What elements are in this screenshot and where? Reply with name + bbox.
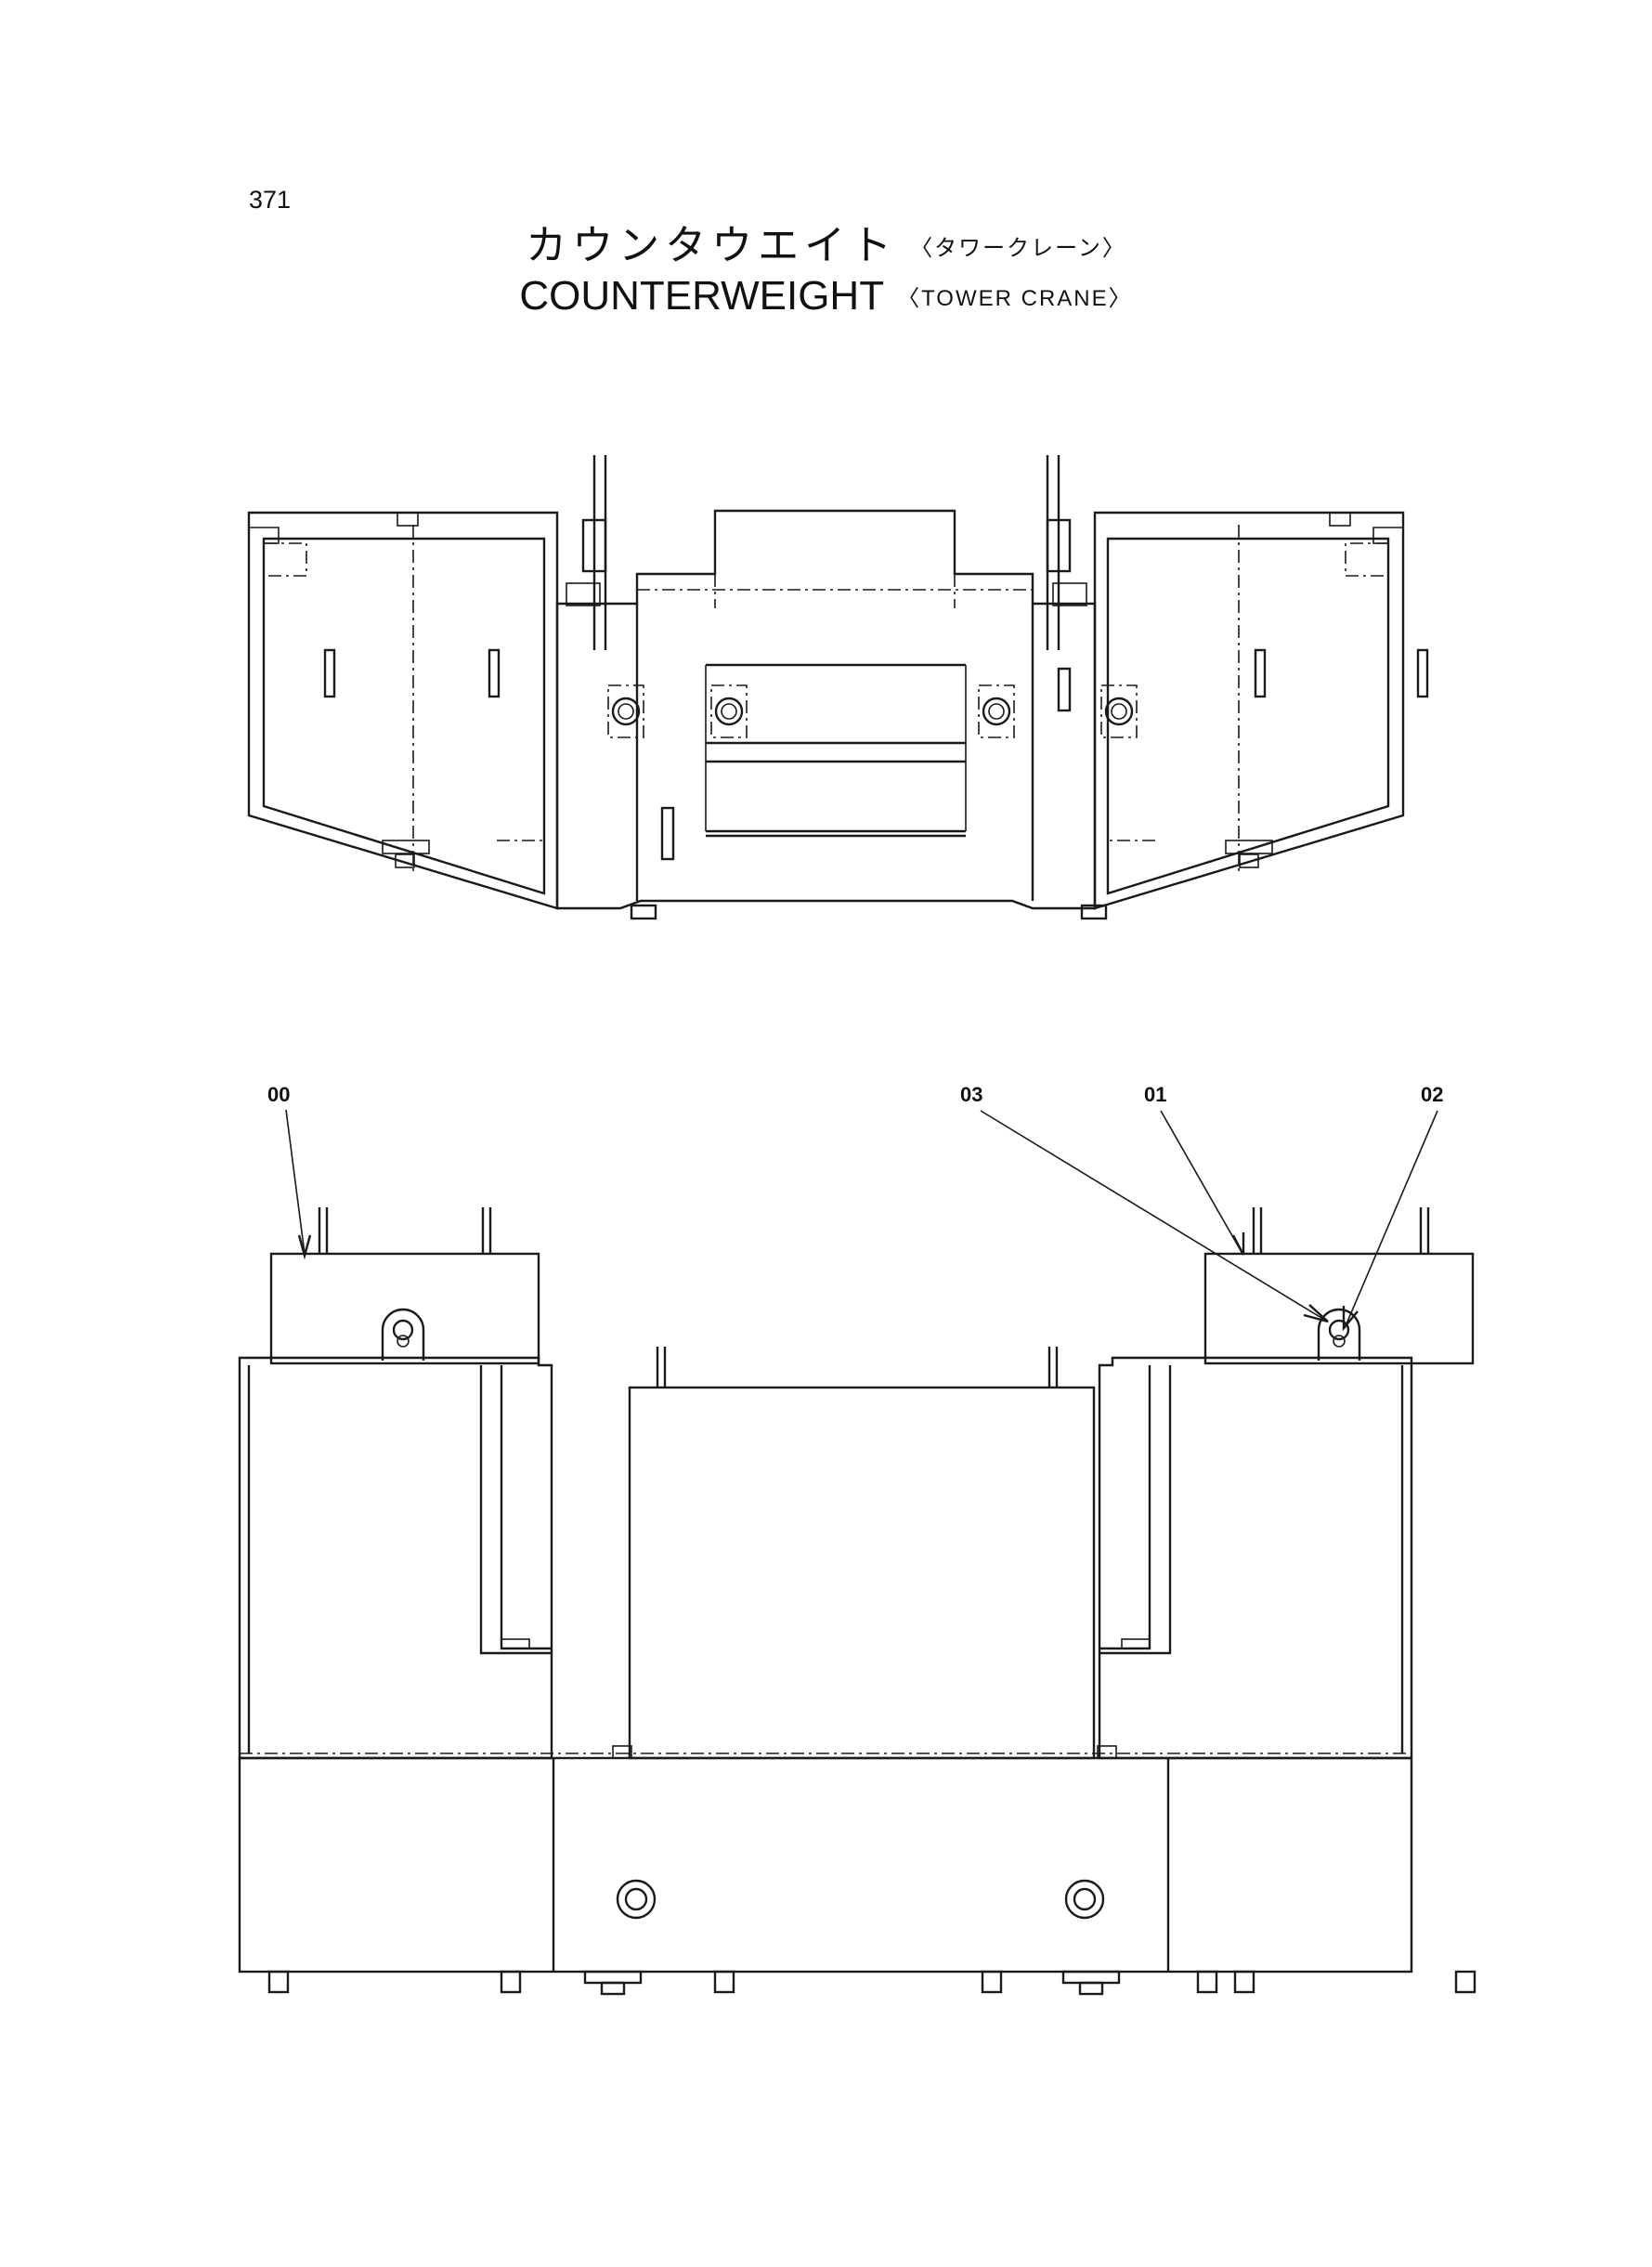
bearing-blocks	[607, 684, 1138, 738]
callout-02: 02	[1421, 1083, 1443, 1106]
right-top-cap	[1203, 1252, 1475, 1365]
left-side-block	[238, 1356, 553, 1760]
right-lifting-eye	[1317, 1308, 1361, 1361]
title-english-sub: 〈TOWER CRANE〉	[897, 286, 1133, 311]
front-view	[238, 1207, 1476, 1996]
front-view-feet	[267, 1970, 1476, 1996]
left-lifting-eye	[381, 1308, 425, 1361]
left-top-cap	[269, 1252, 540, 1365]
callouts: 00 03 01 02	[267, 1083, 1443, 1332]
top-view-feet	[630, 904, 1108, 920]
central-beam-upper	[706, 663, 966, 745]
left-wing-inner	[262, 537, 546, 895]
left-wing-slot-2	[488, 648, 501, 698]
left-wing-slot-1	[323, 648, 336, 698]
callout-01: 01	[1144, 1083, 1166, 1106]
top-brackets	[566, 455, 1087, 650]
central-block	[628, 1386, 1096, 1760]
callout-00: 00	[267, 1083, 290, 1106]
callout-03: 03	[960, 1083, 982, 1106]
central-beam-lower	[706, 760, 966, 833]
right-wing-slot-2	[1416, 648, 1429, 698]
base-block	[238, 1756, 1413, 1974]
title-japanese: カウンタウエイト〈タワークレーン〉	[0, 212, 1652, 271]
right-side-block	[1098, 1356, 1413, 1760]
page-number: 371	[249, 186, 292, 214]
right-wing-inner	[1106, 537, 1390, 895]
title-english-main: COUNTERWEIGHT	[519, 273, 885, 319]
title-japanese-main: カウンタウエイト	[526, 222, 898, 269]
base-bolts	[616, 1879, 1105, 1920]
title-japanese-sub: 〈タワークレーン〉	[910, 235, 1126, 261]
top-view	[247, 455, 1429, 920]
title-english: COUNTERWEIGHT 〈TOWER CRANE〉	[0, 273, 1652, 319]
right-wing-slot-1	[1254, 648, 1267, 698]
